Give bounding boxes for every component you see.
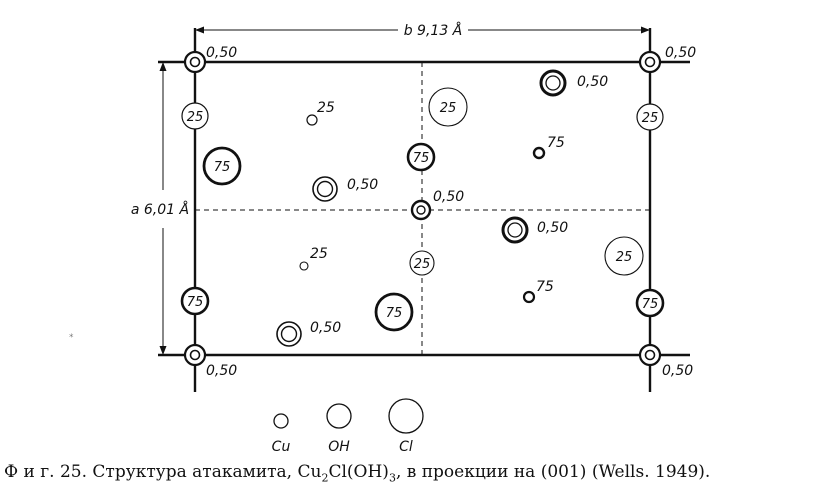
dimension-a-label: a 6,01 Å [131, 201, 189, 218]
cu-small-right-bottom: 75 [522, 279, 554, 304]
dimension-a: a 6,01 Å [128, 62, 190, 355]
cu-center-label: 0,50 [433, 189, 464, 205]
cl-left-75: 75 [202, 146, 242, 186]
dimension-b: b 9,13 Å [195, 22, 650, 39]
oh-top-right-label: 0,50 [577, 74, 608, 90]
oh-mid-75: 75 [406, 142, 436, 172]
legend-cu-symbol [273, 413, 289, 429]
caption-sub-2: 3 [388, 471, 396, 485]
legend-cu-label: Cu [272, 439, 291, 455]
oh-top-right: 0,50 [539, 69, 608, 97]
cl-top-mid: 25 [428, 87, 468, 127]
cu-small-left-bottom: 25 [299, 246, 328, 271]
cu-corner-tl: 0,50 [183, 45, 237, 74]
cu-corner-br-label: 0,50 [662, 363, 693, 379]
oh-mid-right: 0,50 [501, 216, 568, 244]
cl-far-right-25: 25 [604, 236, 644, 276]
dimension-b-label: b 9,13 Å [404, 22, 463, 39]
legend-oh-symbol [326, 403, 352, 429]
arrow-right-icon [641, 26, 650, 34]
cu-small-right-top: 75 [532, 135, 565, 160]
cu-corner-tl-label: 0,50 [206, 45, 237, 61]
figure-caption: Ф и г. 25. Структура атакамита, Cu2Cl(OH… [4, 462, 830, 484]
cl-right-25: 25 [636, 103, 664, 131]
oh-mid-left-label: 0,50 [347, 177, 378, 193]
oh-mid-right-label: 0,50 [537, 220, 568, 236]
cu-corner-br: 0,50 [638, 343, 693, 379]
arrow-left-icon [195, 26, 204, 34]
oh-mid-left: 0,50 [312, 176, 378, 202]
cl-left-25: 25 [181, 102, 209, 130]
cl-left-25-label: 25 [187, 110, 204, 125]
cu-small-left-bottom-label: 25 [310, 246, 328, 262]
cl-mid-25-label: 25 [414, 257, 431, 272]
dimension-a-label-bg [128, 198, 190, 220]
arrow-down-icon [159, 346, 167, 355]
caption-prefix: Ф и г. 25. Структура атакамита, Cu [4, 462, 322, 482]
oh-right-75-label: 75 [642, 297, 659, 312]
cl-right-25-label: 25 [642, 111, 659, 126]
cu-small-right-bottom-label: 75 [536, 279, 554, 295]
cl-top-mid-label: 25 [440, 101, 457, 116]
cl-left-75-label: 75 [214, 160, 231, 175]
oh-bottom-left: 0,50 [276, 320, 341, 347]
caption-mid: Cl(OH) [328, 462, 389, 482]
oh-bottom-left-label: 0,50 [310, 320, 341, 336]
legend-cl-label: Cl [399, 439, 413, 455]
legend: Cu OH Cl [272, 398, 424, 455]
cu-corner-bl-label: 0,50 [206, 363, 237, 379]
cl-far-right-25-label: 25 [616, 250, 633, 265]
cl-mid-25: 25 [409, 250, 435, 276]
legend-cl-symbol [388, 398, 424, 434]
oh-right-75: 75 [635, 288, 665, 318]
cu-corner-tr: 0,50 [638, 45, 696, 74]
cu-corner-bl: 0,50 [183, 343, 237, 379]
cu-corner-tr-label: 0,50 [665, 45, 696, 61]
arrow-up-icon [159, 62, 167, 71]
oh-left-75-bottom: 75 [180, 286, 210, 316]
cu-small-top-label: 25 [317, 100, 335, 116]
caption-sub-1: 2 [321, 471, 329, 485]
cu-small-top: 25 [306, 100, 335, 126]
cu-center: 0,50 [410, 189, 464, 221]
legend-oh-label: OH [328, 439, 350, 455]
oh-left-75-bottom-label: 75 [187, 295, 204, 310]
atacamite-structure-diagram: b 9,13 Å a 6,01 Å 0,50 0,50 0,50 0,50 0,… [69, 22, 696, 455]
stray-mark: ⁎ [69, 330, 74, 340]
cl-bottom-75: 75 [374, 292, 414, 332]
cl-bottom-75-label: 75 [386, 306, 403, 321]
oh-mid-75-label: 75 [413, 151, 430, 166]
cu-small-right-top-label: 75 [547, 135, 565, 151]
caption-suffix: , в проекции на (001) (Wells. 1949). [395, 462, 711, 482]
